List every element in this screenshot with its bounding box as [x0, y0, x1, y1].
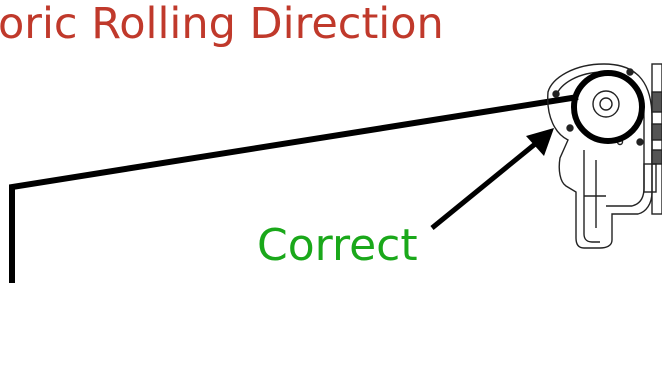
fabric-path-line [9, 94, 579, 283]
correct-label: Correct [257, 220, 418, 271]
roller-highlight-ring [571, 70, 645, 144]
roller-machine-icon [547, 63, 662, 249]
slide-title: oric Rolling Direction [0, 0, 444, 49]
arrow-icon [430, 128, 554, 230]
